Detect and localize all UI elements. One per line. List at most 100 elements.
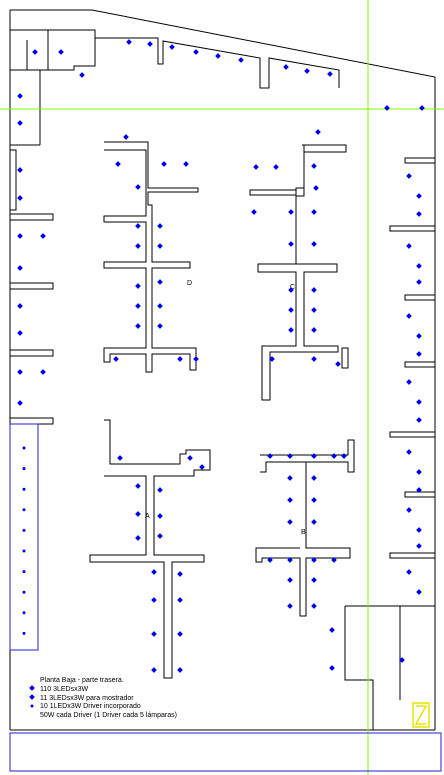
lamp-marker [267,453,273,459]
legend-item-2: 11 3LEDsx3W para mostrador [40,695,134,702]
legend-marker-3 [30,704,34,708]
counter-lamp-marker [22,528,26,532]
lamp-marker [267,557,273,563]
lamp-marker [157,323,163,329]
lamp-marker [58,49,64,55]
legend-marker-1 [29,685,35,691]
lamp-marker [17,195,23,201]
lamp-marker [135,303,141,309]
lamp-marker [311,163,317,169]
lamp-marker [193,49,199,55]
lamp-marker [416,487,422,493]
lamp-marker [123,134,129,140]
lamp-marker [187,455,193,461]
lamp-marker [17,120,23,126]
electrical-panel-icon [412,702,430,728]
zone-label-b: B [301,529,306,536]
lamp-marker [311,307,317,313]
lamp-marker [287,453,293,459]
zone-label-c: C [290,284,295,291]
lamp-marker [311,241,317,247]
counter-lamp-marker [22,508,26,512]
lamp-marker [193,356,199,362]
lamp-marker [135,323,141,329]
lamp-marker [311,327,317,333]
lamp-marker [151,569,157,575]
counter-frame [9,423,39,651]
lamp-marker [399,657,405,663]
lamp-group [17,39,425,673]
lamp-marker [17,93,23,99]
lamp-marker [419,105,425,111]
lamp-marker [115,161,121,167]
lamp-marker [311,209,317,215]
lamp-marker [311,603,317,609]
lamp-marker [199,464,205,470]
counter-lamp-marker [22,631,26,635]
lamp-marker [406,569,412,575]
lamp-marker [157,279,163,285]
lamp-marker [287,497,293,503]
lamp-marker [177,597,183,603]
lamp-marker [177,571,183,577]
lamp-marker [406,449,412,455]
lamp-marker [135,283,141,289]
lamp-marker [416,543,422,549]
lamp-marker [416,279,422,285]
lamp-marker [32,49,38,55]
lamp-marker [287,519,293,525]
lamp-marker [283,64,289,70]
lamp-marker [406,379,412,385]
lamp-marker [147,41,153,47]
lamp-marker [287,603,293,609]
legend-item-3: 10 1LEDx3W Driver incorporado [40,703,141,710]
bottom-frame [9,732,442,772]
lamp-marker [315,129,321,135]
lamp-marker [251,209,257,215]
lamp-marker [311,356,317,362]
lamp-marker [40,369,46,375]
lamp-marker [288,209,294,215]
lamp-marker [169,44,175,50]
lamp-marker [304,68,310,74]
zone-label-d: D [187,280,192,287]
lamp-marker [416,469,422,475]
lamp-marker [287,557,293,563]
lamp-marker [329,665,335,671]
lamp-marker [151,667,157,673]
counter-lamp-marker [22,590,26,594]
lamp-marker [151,631,157,637]
lamp-marker [329,627,335,633]
legend-note: 50W cada Driver (1 Driver cada 5 lámpara… [40,712,177,719]
lamp-marker [126,39,132,45]
counter-lamp-marker [22,467,26,471]
lamp-marker [416,193,422,199]
lamp-marker [253,164,259,170]
lamp-marker [416,351,422,357]
lamp-marker [17,369,23,375]
counter-lamp-marker [22,570,26,574]
lamp-marker [311,475,317,481]
lamp-marker [341,453,347,459]
lamp-marker [416,527,422,533]
lamp-marker [287,475,293,481]
lamp-marker [313,185,319,191]
lamp-marker [406,507,412,513]
lamp-marker [311,557,317,563]
building-walls [9,9,436,731]
lamp-marker [215,53,221,59]
lamp-marker [157,487,163,493]
lamp-marker [335,361,341,367]
lamp-marker [79,72,85,78]
lamp-marker [406,313,412,319]
lamp-marker [273,164,279,170]
lamp-marker [157,303,163,309]
lamp-marker [17,233,23,239]
lamp-marker [113,356,119,362]
lamp-marker [288,287,294,293]
lamp-marker [416,417,422,423]
lamp-marker [269,356,275,362]
lamp-marker [135,483,141,489]
counter-lamp-marker [22,611,26,615]
